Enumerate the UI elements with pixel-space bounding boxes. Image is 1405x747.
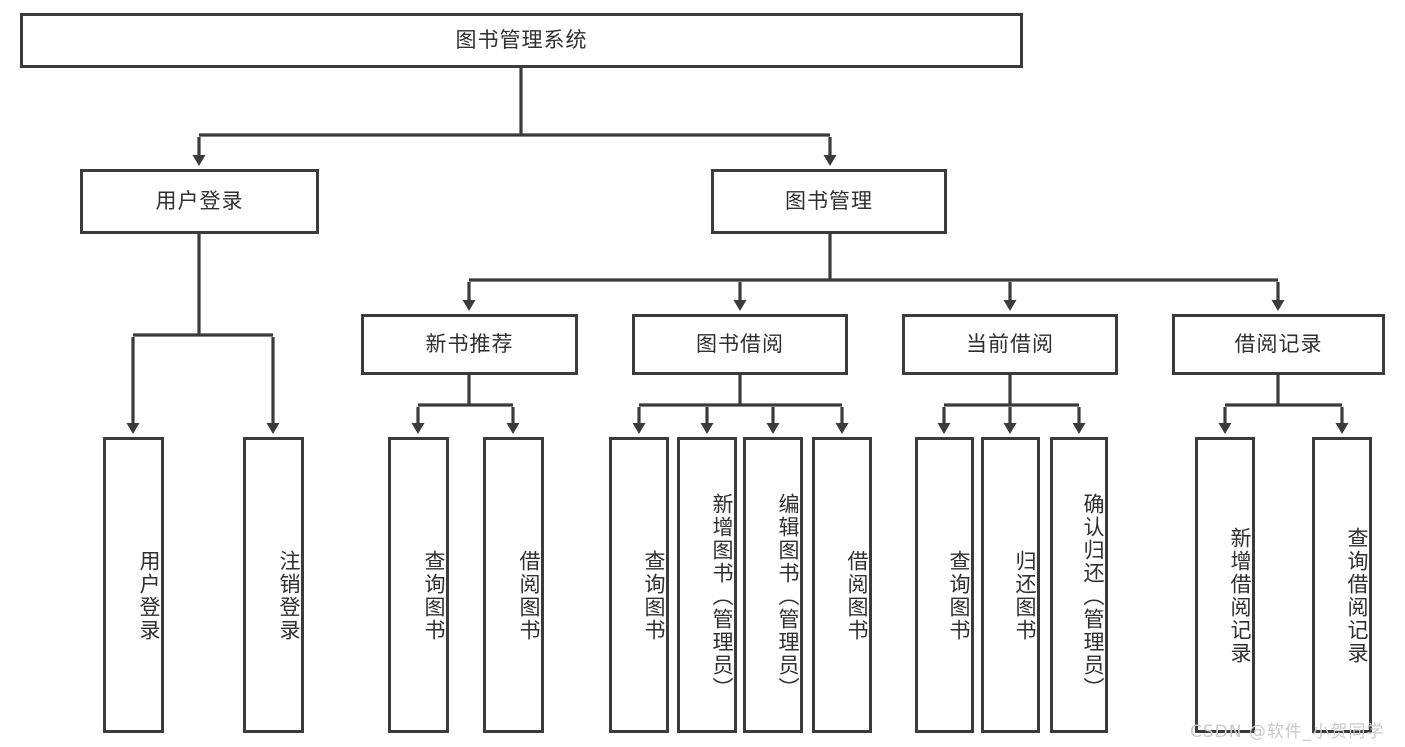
node-borrow-record-label: 借阅记录 [1234,331,1323,356]
node-user-login-label: 用户登录 [155,188,244,213]
leaf-return-book-label: 归还图书 [1013,550,1037,642]
leaf-logout-label: 注销登录 [277,550,301,642]
leaf-logout[interactable]: 注销登录 [243,437,304,733]
leaf-confirm-return-admin[interactable]: 确认归还（管理员） [1050,437,1108,733]
leaf-query-book-borrow-label: 查询图书 [642,550,666,642]
node-root-label: 图书管理系统 [455,27,588,52]
node-borrow-record[interactable]: 借阅记录 [1172,314,1385,375]
leaf-user-login[interactable]: 用户登录 [103,437,164,733]
leaf-query-book-current[interactable]: 查询图书 [915,437,974,733]
leaf-confirm-return-admin-label: 确认归还（管理员） [1081,492,1105,700]
leaf-add-borrow-record[interactable]: 新增借阅记录 [1195,437,1255,733]
leaf-user-login-label: 用户登录 [137,550,161,642]
leaf-query-borrow-record-label: 查询借阅记录 [1345,527,1369,665]
node-book-borrow[interactable]: 图书借阅 [632,314,848,375]
leaf-edit-book-admin-label: 编辑图书（管理员） [776,492,800,700]
leaf-query-book-recommend[interactable]: 查询图书 [388,437,449,733]
node-user-login[interactable]: 用户登录 [80,169,319,234]
node-book-management[interactable]: 图书管理 [711,169,947,234]
leaf-add-borrow-record-label: 新增借阅记录 [1228,527,1252,665]
leaf-return-book[interactable]: 归还图书 [981,437,1040,733]
node-current-borrow-label: 当前借阅 [966,331,1054,356]
leaf-query-book-recommend-label: 查询图书 [422,550,446,642]
node-current-borrow[interactable]: 当前借阅 [902,314,1118,375]
node-book-management-label: 图书管理 [785,188,873,213]
leaf-borrow-book[interactable]: 借阅图书 [812,437,872,733]
leaf-borrow-book-recommend[interactable]: 借阅图书 [483,437,544,733]
leaf-add-book-admin-label: 新增图书（管理员） [710,492,734,700]
leaf-borrow-book-label: 借阅图书 [845,550,869,642]
node-book-borrow-label: 图书借阅 [696,331,784,356]
csdn-watermark: CSDN @软件_小贺同学 [1190,722,1385,742]
leaf-edit-book-admin[interactable]: 编辑图书（管理员） [743,437,803,733]
leaf-borrow-book-recommend-label: 借阅图书 [517,550,541,642]
leaf-query-book-borrow[interactable]: 查询图书 [609,437,669,733]
leaf-add-book-admin[interactable]: 新增图书（管理员） [677,437,737,733]
node-new-book-recommend[interactable]: 新书推荐 [361,314,578,375]
leaf-query-borrow-record[interactable]: 查询借阅记录 [1312,437,1372,733]
node-new-book-recommend-label: 新书推荐 [425,331,514,356]
node-root[interactable]: 图书管理系统 [20,13,1023,68]
leaf-query-book-current-label: 查询图书 [947,550,971,642]
